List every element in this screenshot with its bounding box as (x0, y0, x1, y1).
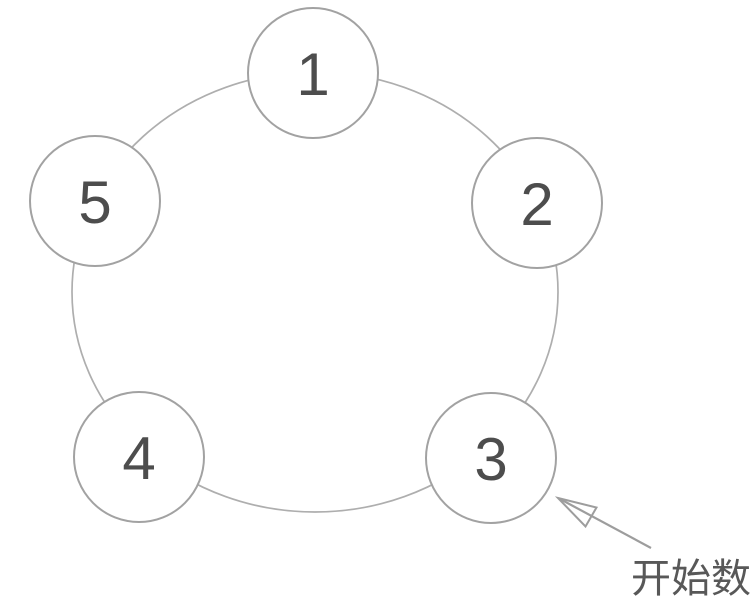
node-3-circle (425, 392, 557, 524)
node-5: 5 (29, 135, 161, 267)
arrowhead-icon (554, 496, 599, 529)
node-2: 2 (471, 137, 603, 269)
node-5-label: 5 (78, 169, 111, 236)
node-5-circle (29, 135, 161, 267)
node-1: 1 (247, 7, 379, 139)
node-4: 4 (73, 391, 205, 523)
node-3-label: 3 (474, 426, 507, 493)
node-1-label: 1 (296, 41, 329, 108)
start-arrow (554, 496, 652, 549)
node-3: 3 (425, 392, 557, 524)
node-2-circle (471, 137, 603, 269)
annotation-label: 开始数 (631, 557, 751, 601)
node-1-circle (247, 7, 379, 139)
node-2-label: 2 (520, 171, 553, 238)
node-4-circle (73, 391, 205, 523)
arrow-shaft (559, 498, 652, 549)
node-4-label: 4 (122, 425, 155, 492)
